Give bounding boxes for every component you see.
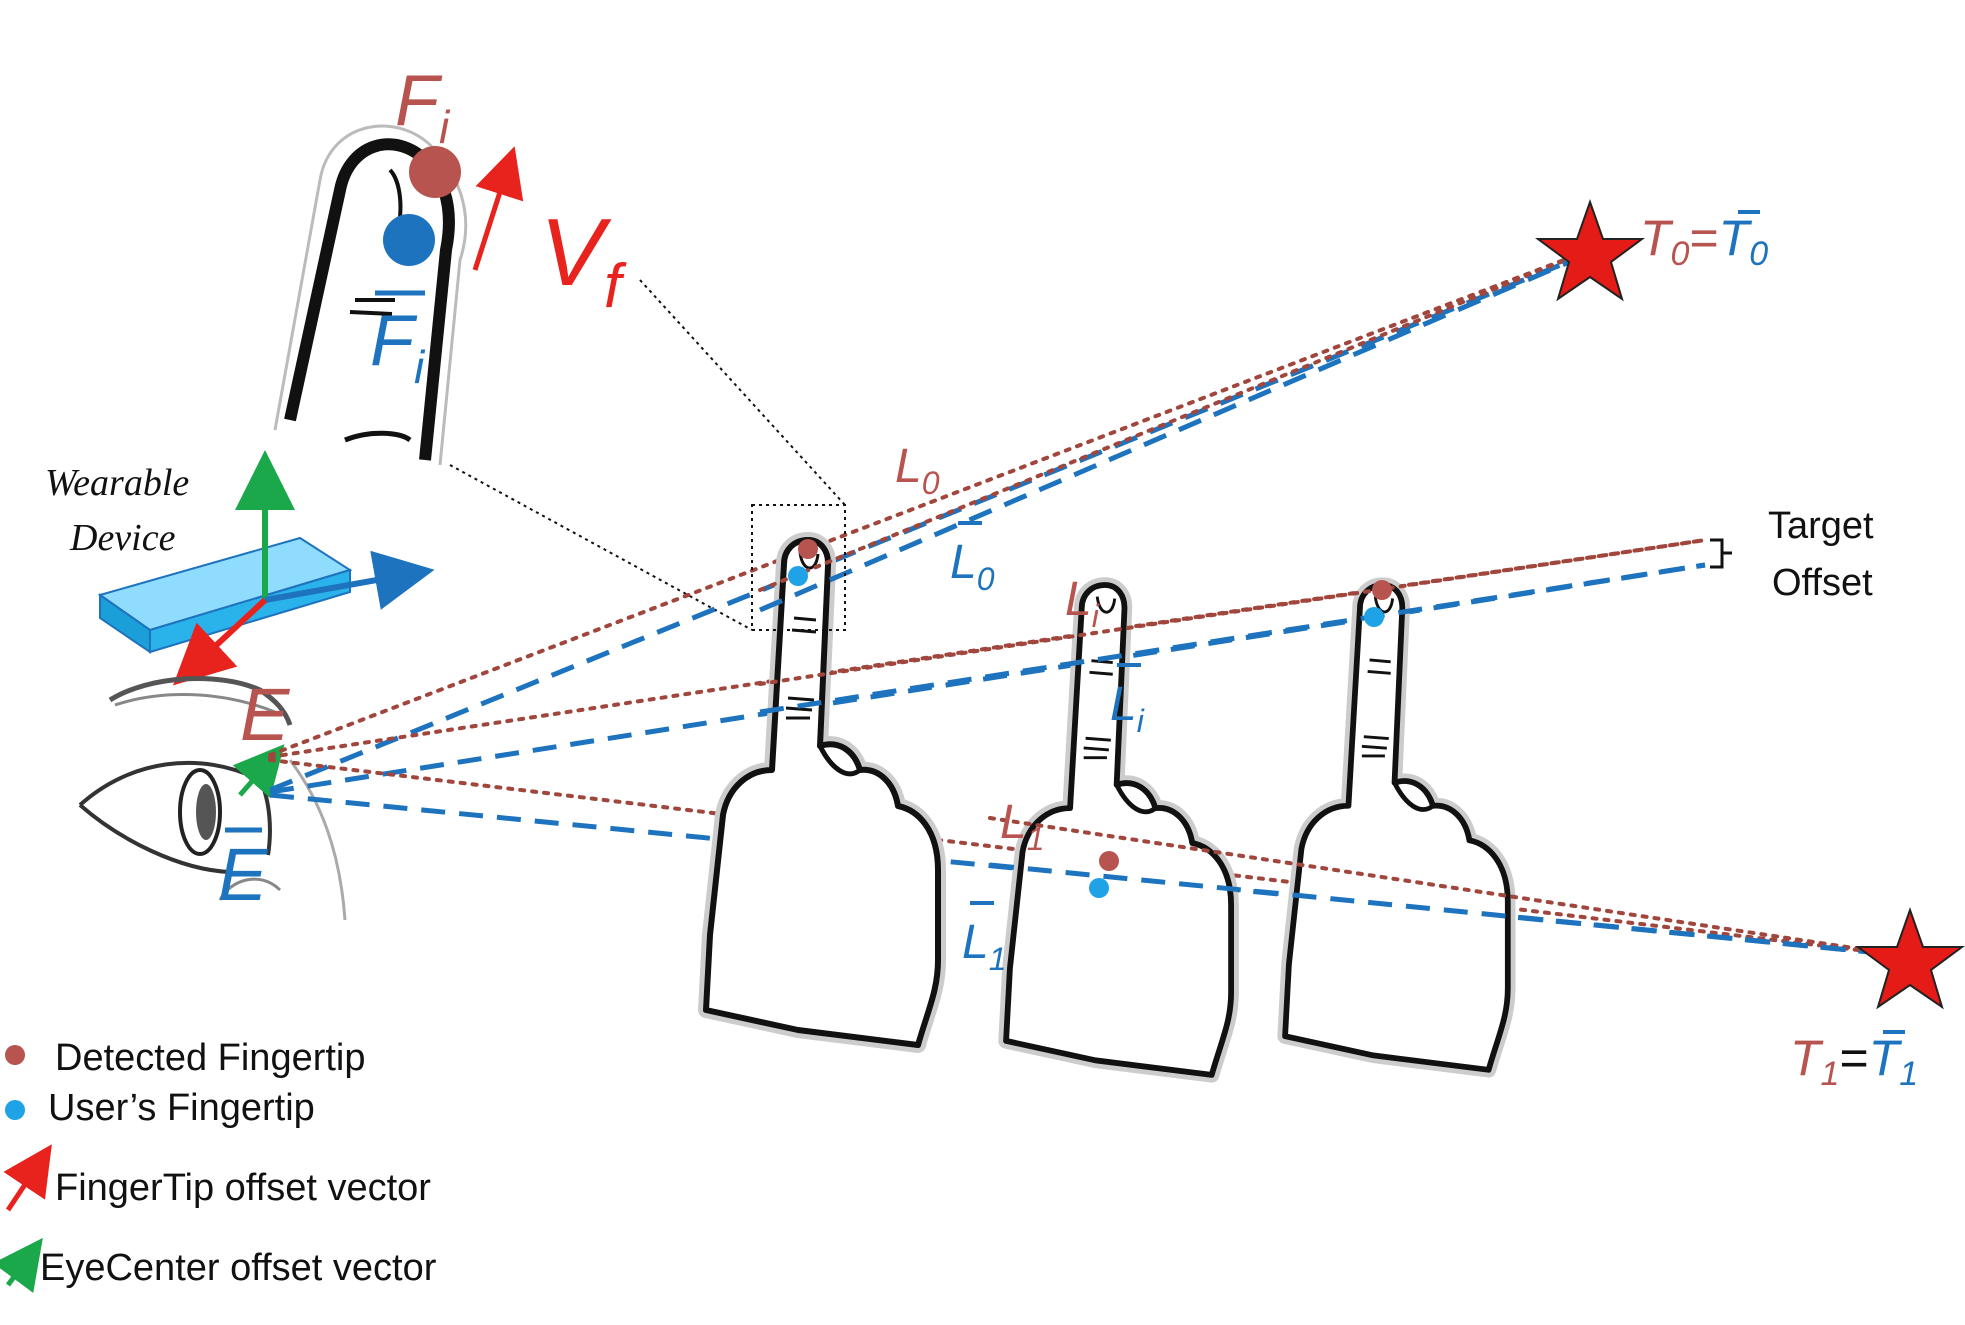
- device-axis-right: [264, 550, 435, 610]
- legend-detected-dot: [5, 1045, 25, 1065]
- inset-vector-label: Vf: [540, 199, 627, 321]
- hand-right-detected-dot: [1372, 580, 1392, 600]
- inset-detected-label: Fi: [395, 61, 451, 153]
- target-offset-line1: Target: [1768, 505, 1874, 547]
- legend: Detected Fingertip User’s Fingertip Fing…: [0, 1037, 437, 1293]
- inset-detected-fingertip-dot: [409, 146, 461, 198]
- target-offset-line2: Offset: [1772, 562, 1873, 604]
- target-t1-label: T1=T1: [1790, 1030, 1918, 1093]
- legend-user-dot: [5, 1100, 25, 1120]
- label-l0-user: L0: [950, 536, 995, 597]
- inset-user-fingertip-dot: [383, 214, 435, 266]
- label-l1-user: L1: [962, 916, 1007, 977]
- ray-l0-detected: [268, 248, 1592, 757]
- eyecenter-offset-vector: [232, 744, 285, 799]
- eye-illustration: E E: [78, 673, 347, 921]
- device-label-line1: Wearable: [45, 462, 189, 504]
- target-star-t1: [1854, 906, 1965, 1010]
- legend-user-label: User’s Fingertip: [48, 1087, 315, 1129]
- wearable-device: Wearable Device: [45, 450, 435, 686]
- target-offset-bracket: [1710, 538, 1732, 569]
- target-t0-label: T0=T0: [1640, 210, 1768, 273]
- legend-fingertip-vector-label: FingerTip offset vector: [55, 1167, 431, 1209]
- hand-left-detected-dot: [798, 539, 818, 559]
- zoom-box: [751, 504, 846, 631]
- inset-fingertip-offset-vector: [472, 146, 524, 271]
- hand-left: [706, 540, 938, 1045]
- hand-middle-user-dot: [1089, 878, 1109, 898]
- legend-detected-label: Detected Fingertip: [55, 1037, 366, 1079]
- eye-user-label: E: [218, 833, 269, 916]
- label-l0-detected: L0: [895, 440, 940, 501]
- hand-left-user-dot: [788, 566, 808, 586]
- device-axis-forward: [173, 597, 268, 686]
- inset-connector-top: [639, 279, 846, 506]
- label-li-user: Li: [1110, 678, 1145, 739]
- hand-right-user-dot: [1364, 607, 1384, 627]
- eye-detected-label: E: [240, 673, 291, 756]
- inset-fingertip: Fi Fi Vf: [273, 61, 627, 466]
- label-li-detected: Li: [1065, 573, 1100, 634]
- device-label-line2: Device: [69, 517, 176, 559]
- target-star-t0: [1534, 198, 1646, 302]
- inset-connector-bottom: [449, 464, 753, 631]
- hand-right: [1285, 585, 1508, 1070]
- rays-overlay: [758, 248, 1902, 958]
- legend-eyecenter-vector-label: EyeCenter offset vector: [40, 1247, 437, 1289]
- inset-user-label: Fi: [370, 301, 426, 393]
- hand-middle-detected-dot: [1099, 851, 1119, 871]
- legend-eyecenter-vector-icon: [0, 1237, 43, 1293]
- ray-l0-user: [269, 250, 1591, 793]
- legend-fingertip-vector-icon: [3, 1144, 52, 1212]
- label-l1-detected: L1: [1000, 796, 1045, 857]
